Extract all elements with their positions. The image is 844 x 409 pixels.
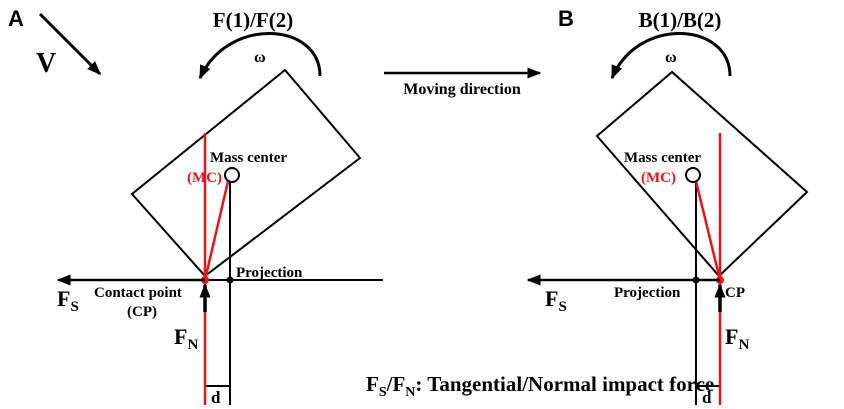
rotation-arrow-b bbox=[610, 32, 732, 80]
omega-label-b: ω bbox=[665, 49, 677, 66]
cp-label-b: CP bbox=[725, 285, 745, 301]
panel-b-letter: B bbox=[558, 6, 574, 31]
fs-label-a: FS bbox=[57, 286, 79, 315]
mass-center-marker-b bbox=[685, 167, 701, 183]
moving-direction-label: Moving direction bbox=[403, 81, 521, 98]
velocity-arrow bbox=[38, 12, 102, 76]
contact-point-label-line2: (CP) bbox=[127, 304, 157, 320]
fs-label-b: FS bbox=[545, 286, 567, 315]
projection-label-b: Projection bbox=[614, 285, 681, 301]
mc-label-b: (MC) bbox=[641, 170, 676, 186]
d-label-a: d bbox=[211, 388, 221, 407]
d-label-b: d bbox=[702, 388, 712, 407]
body-square-a bbox=[130, 68, 362, 278]
panel-a-letter: A bbox=[8, 6, 24, 31]
mass-center-label-a: Mass center bbox=[210, 150, 287, 166]
projection-label-a: Projection bbox=[236, 265, 303, 281]
mc-label-a: (MC) bbox=[187, 170, 222, 186]
body-square-b bbox=[595, 70, 809, 278]
panel-a: A F(1)/F(2) V ω d Mass center (MC) FS bbox=[8, 6, 383, 407]
mass-center-label-b: Mass center bbox=[624, 150, 701, 166]
fn-label-b: FN bbox=[725, 324, 749, 353]
panel-b-title: B(1)/B(2) bbox=[639, 8, 722, 32]
fn-label-a: FN bbox=[174, 324, 198, 353]
omega-label-a: ω bbox=[254, 49, 266, 66]
moving-direction: Moving direction bbox=[384, 67, 542, 98]
rotation-arrow bbox=[198, 32, 322, 80]
mass-center-marker-a bbox=[224, 167, 240, 183]
mc-to-cp-line-b bbox=[693, 176, 722, 281]
panel-b: B B(1)/B(2) ω d Mass center (MC) FS FN P… bbox=[526, 6, 809, 407]
mc-to-cp-line-a bbox=[203, 176, 231, 281]
panel-a-title: F(1)/F(2) bbox=[213, 8, 293, 32]
contact-point-label-line1: Contact point bbox=[94, 285, 182, 301]
force-legend: FS/FN: Tangential/Normal impact force bbox=[366, 372, 714, 400]
projection-point-a bbox=[226, 276, 234, 284]
velocity-label: V bbox=[36, 48, 56, 79]
